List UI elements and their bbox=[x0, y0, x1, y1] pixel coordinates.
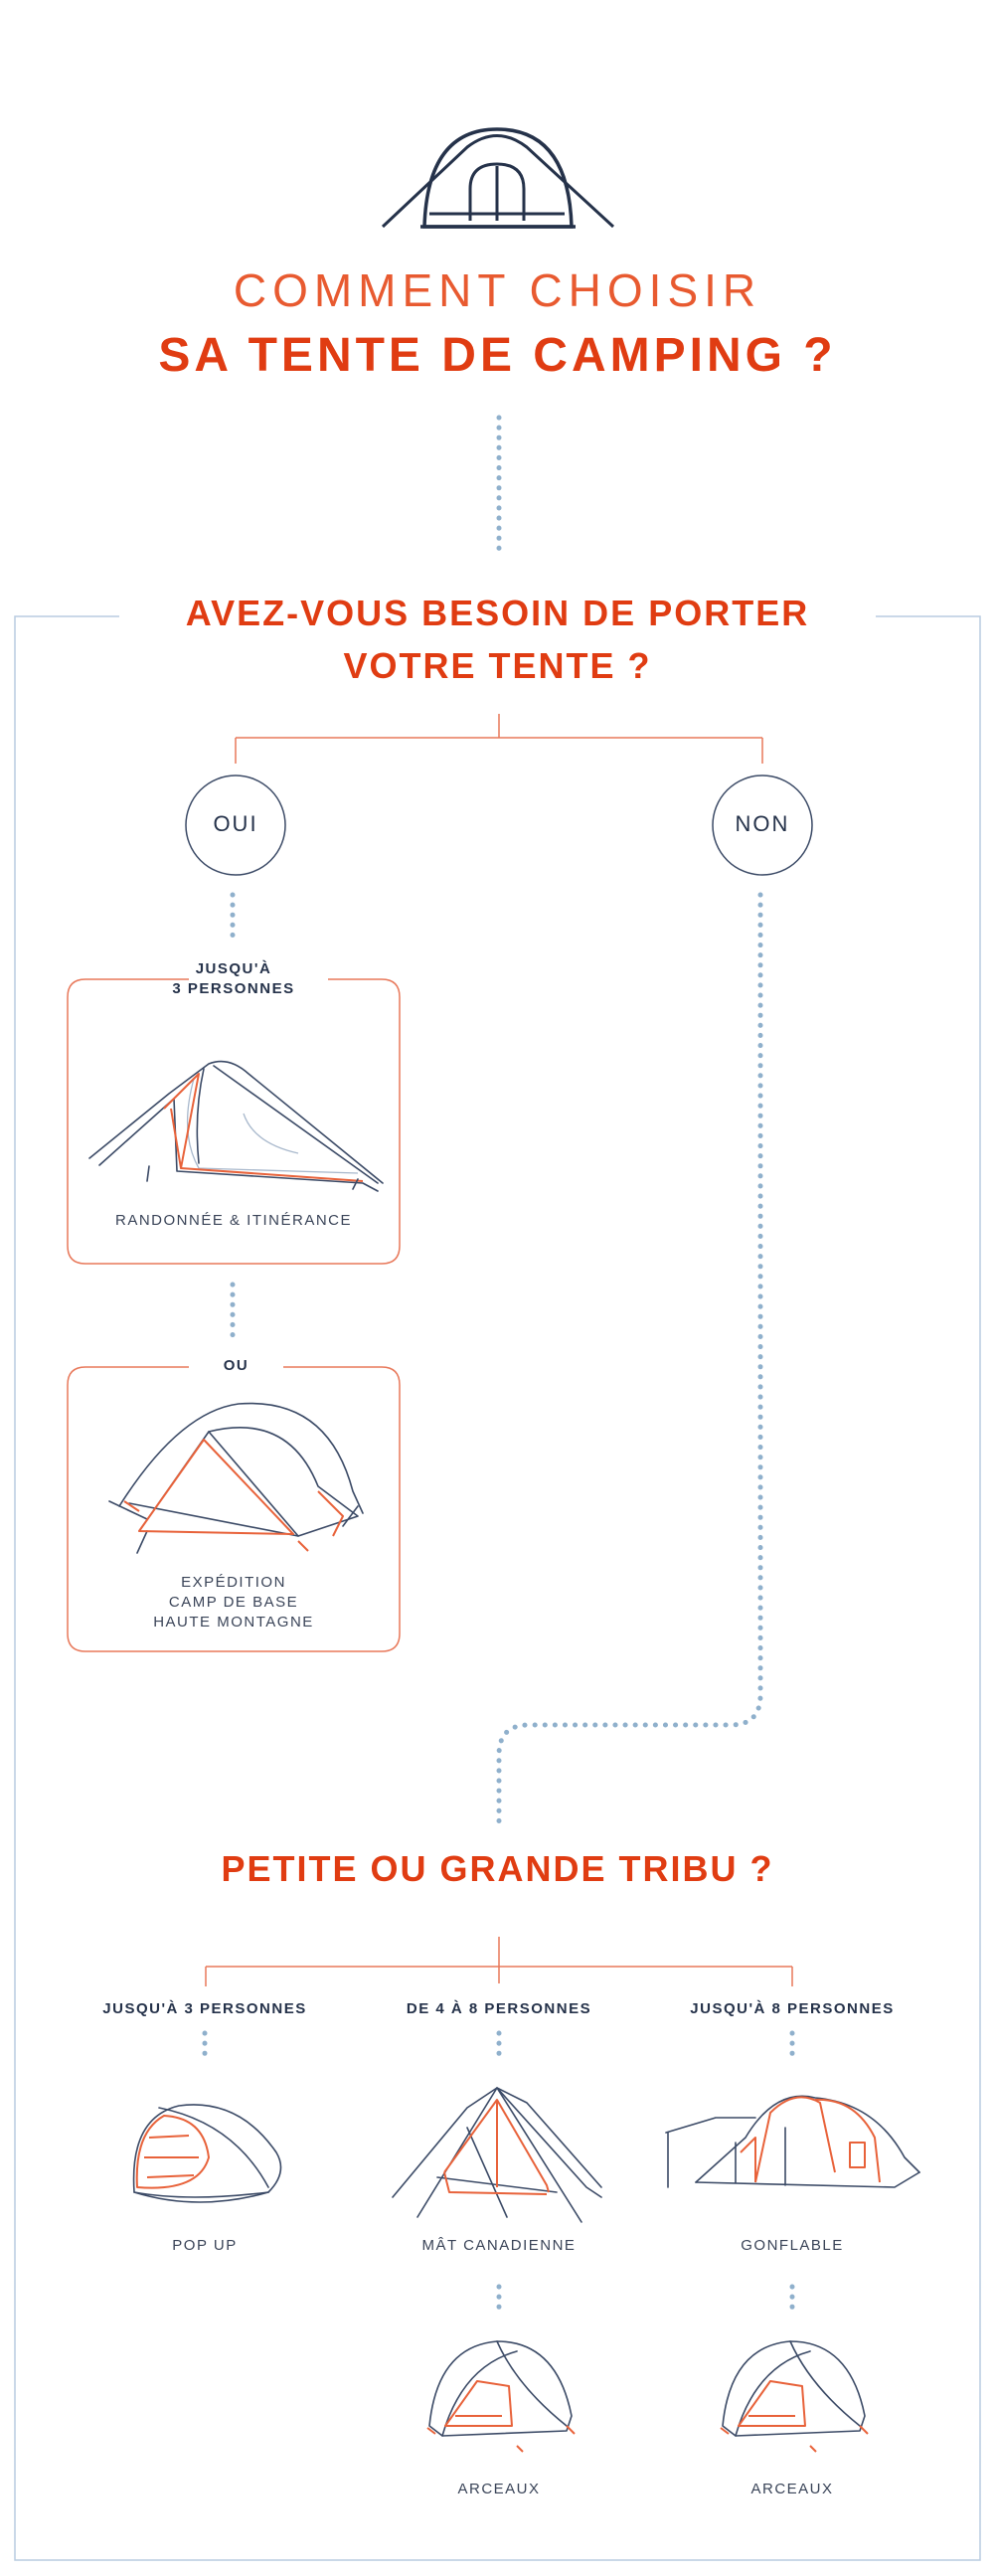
title-line1: COMMENT CHOISIR bbox=[233, 264, 762, 316]
col2-tent-label: MÂT CANADIENNE bbox=[421, 2237, 577, 2254]
col2-alt-label: ARCEAUX bbox=[457, 2481, 541, 2497]
col3-tent-label: GONFLABLE bbox=[741, 2237, 844, 2254]
yes-option: OUI bbox=[213, 811, 258, 836]
canadian-tent-illustration bbox=[392, 2087, 602, 2223]
non-circle bbox=[712, 774, 813, 876]
header-tent-icon bbox=[381, 127, 615, 229]
box1-heading-line1: JUSQU'À bbox=[195, 960, 272, 977]
col3-heading: JUSQU'À 8 PERSONNES bbox=[690, 2000, 895, 2017]
no-option: NON bbox=[735, 811, 790, 836]
question1-line1: AVEZ-VOUS BESOIN DE PORTER bbox=[119, 587, 876, 640]
col3-alt-label: ARCEAUX bbox=[750, 2481, 834, 2497]
box1-heading-line2: 3 PERSONNES bbox=[172, 980, 295, 997]
col2-heading: DE 4 À 8 PERSONNES bbox=[406, 2000, 592, 2017]
arceaux-tent-illustration-col2 bbox=[426, 2340, 576, 2453]
oui-circle bbox=[185, 774, 286, 876]
arceaux-tent-illustration-col3 bbox=[720, 2340, 869, 2453]
non-dotted-path bbox=[496, 892, 763, 1824]
or-label: OU bbox=[189, 1357, 283, 1374]
expedition-tent-illustration bbox=[108, 1402, 364, 1554]
trekking-tent-illustration bbox=[88, 1060, 384, 1192]
box2-label-line1: EXPÉDITION bbox=[181, 1574, 286, 1591]
popup-tent-illustration bbox=[132, 2104, 282, 2203]
title-line2: SA TENTE DE CAMPING ? bbox=[158, 329, 837, 382]
question1-line2: VOTRE TENTE ? bbox=[343, 645, 652, 686]
box1-label: RANDONNÉE & ITINÉRANCE bbox=[114, 1212, 353, 1229]
col1-heading: JUSQU'À 3 PERSONNES bbox=[102, 2000, 307, 2017]
box2-label-line2: CAMP DE BASE bbox=[168, 1594, 299, 1611]
box2-label: EXPÉDITION CAMP DE BASE HAUTE MONTAGNE bbox=[68, 1573, 400, 1632]
question1-connector bbox=[235, 714, 763, 764]
box2-label-line3: HAUTE MONTAGNE bbox=[153, 1614, 314, 1631]
col1-tent-label: POP UP bbox=[172, 2237, 238, 2254]
frame-border bbox=[14, 615, 981, 2561]
question2-title: PETITE OU GRANDE TRIBU ? bbox=[221, 1848, 774, 1889]
box1-border bbox=[67, 978, 401, 1265]
question2-connector bbox=[205, 1937, 793, 1986]
inflatable-tent-illustration bbox=[665, 2095, 920, 2188]
box1-heading: JUSQU'À 3 PERSONNES bbox=[134, 959, 333, 999]
box2-border bbox=[67, 1366, 401, 1652]
